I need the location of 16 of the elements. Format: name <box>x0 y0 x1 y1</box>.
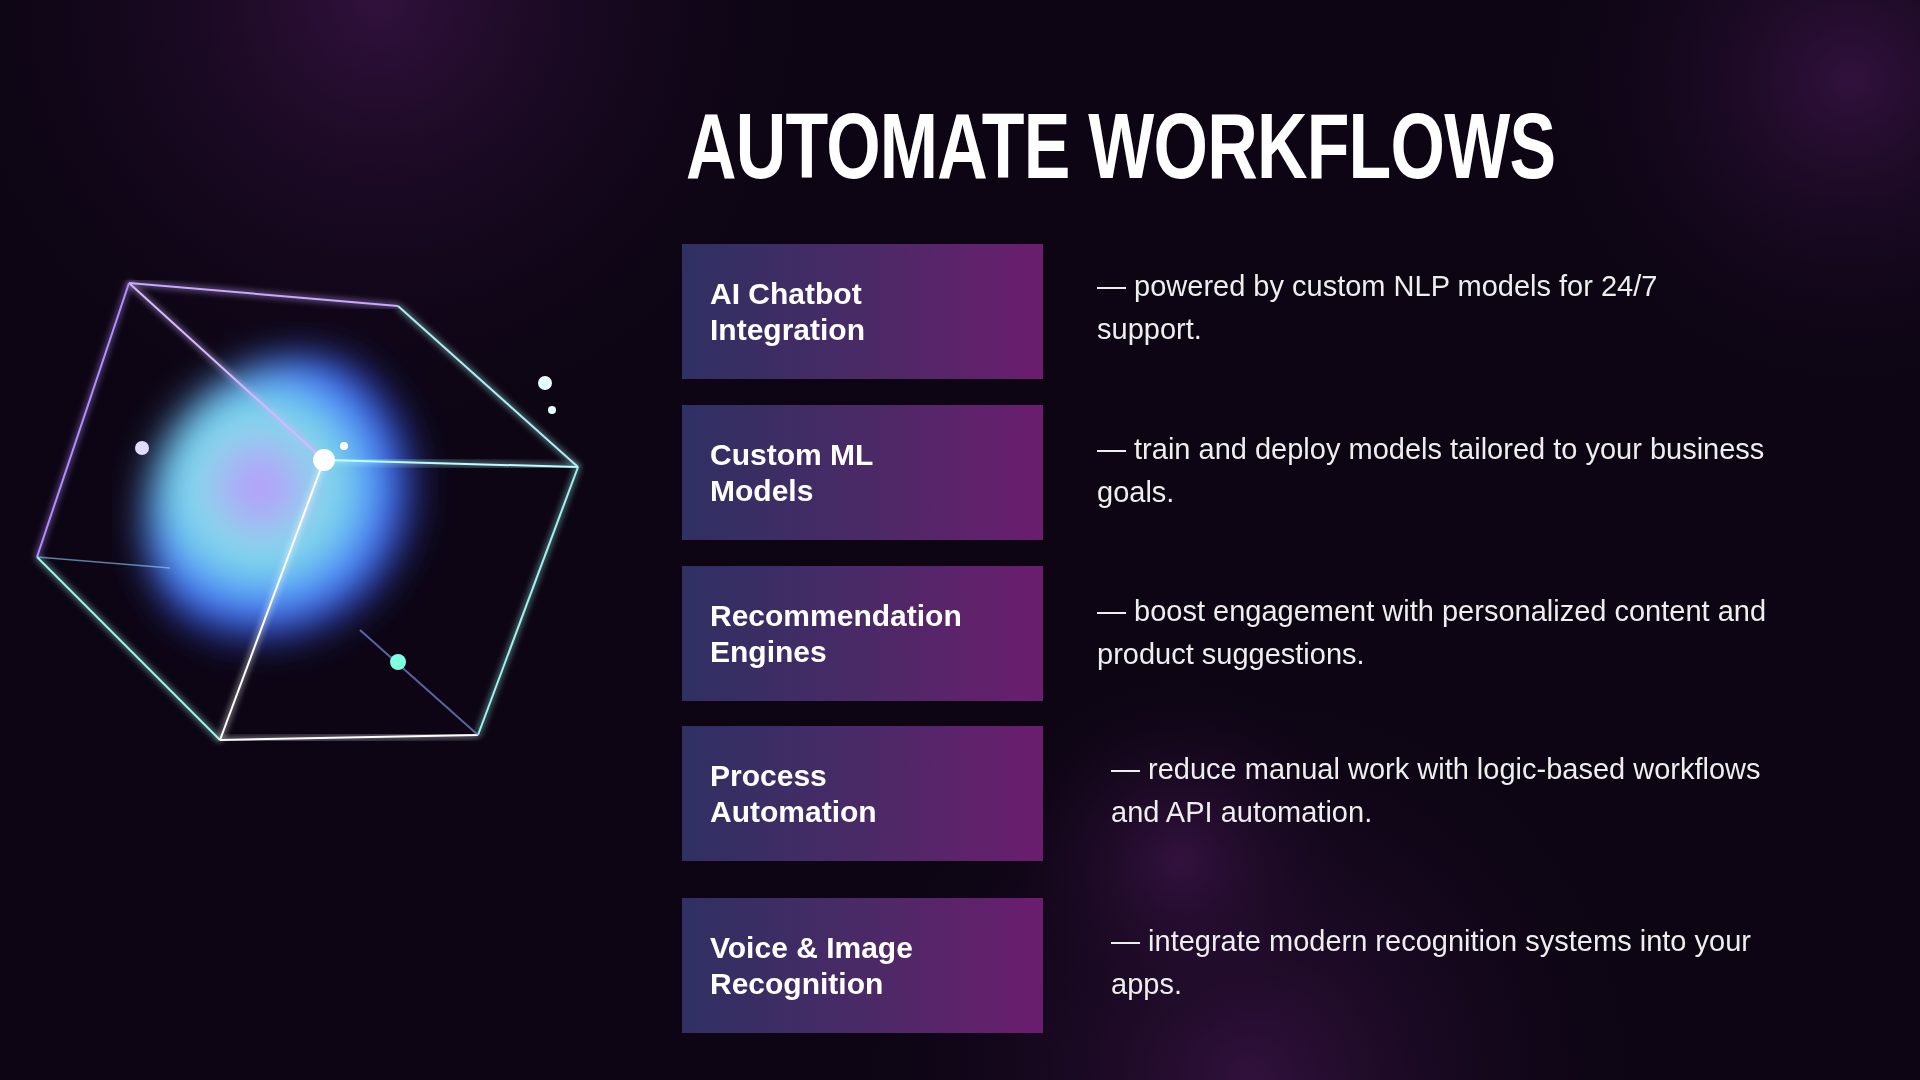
service-label-box <box>682 566 1043 701</box>
service-description: — reduce manual work with logic-based workflows and API automation. <box>1111 752 1762 830</box>
service-label-box <box>682 405 1043 540</box>
service-name: Recommendation Engines <box>710 597 963 670</box>
service-description: — powered by custom NLP models for 24/7 support. <box>1097 269 1659 347</box>
service-name: AI Chatbot Integration <box>710 275 866 348</box>
title: AUTOMATE WORKFLOWS <box>686 100 1556 192</box>
service-description: — integrate modern recognition systems into your apps. <box>1111 924 1752 1002</box>
service-label-box <box>682 898 1043 1033</box>
service-description: — train and deploy models tailored to your business goals. <box>1097 432 1766 510</box>
service-name: Custom ML Models <box>710 436 874 509</box>
service-name: Voice & Image Recognition <box>710 929 914 1002</box>
service-label-box <box>682 726 1043 861</box>
service-description: — boost engagement with personalized content and product suggestions. <box>1097 594 1767 672</box>
service-name: Process Automation <box>710 757 878 830</box>
service-label-box <box>682 244 1043 379</box>
